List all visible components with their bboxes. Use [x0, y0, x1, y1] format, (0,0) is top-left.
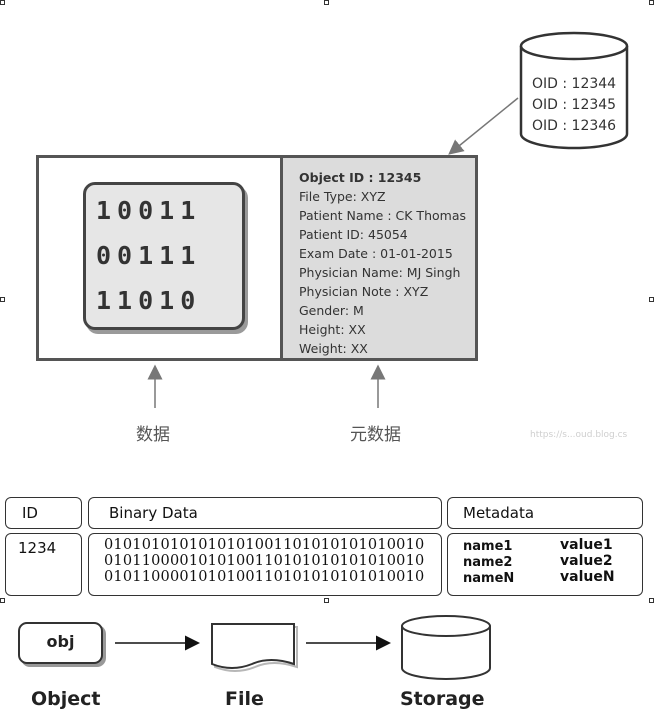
- binary-row: 10011: [96, 196, 202, 225]
- file-icon: [211, 623, 298, 672]
- metadata-name: name2: [463, 555, 513, 570]
- metadata-line: Patient ID: 45054: [299, 227, 408, 242]
- metadata-value: value2: [560, 553, 613, 569]
- resize-handle[interactable]: [649, 297, 654, 302]
- oid-entry: OID : 12344: [532, 76, 617, 92]
- table-header-label: Metadata: [463, 504, 535, 522]
- binary-data-row: 0101100001010100110101010101010010: [104, 553, 425, 569]
- metadata-name: name1: [463, 539, 513, 554]
- metadata-line: Exam Date : 01-01-2015: [299, 246, 453, 261]
- object-label: Object: [31, 688, 101, 710]
- arrow-to-database: [448, 97, 519, 155]
- watermark: https://s...oud.blog.cs: [530, 430, 628, 440]
- storage-cylinder-icon: [401, 615, 491, 680]
- metadata-value: valueN: [560, 569, 615, 585]
- metadata-line: Physician Note : XYZ: [299, 284, 429, 299]
- data-label: 数据: [136, 425, 170, 445]
- file-label: File: [225, 688, 264, 710]
- resize-handle[interactable]: [649, 598, 654, 603]
- metadata-value: value1: [560, 537, 613, 553]
- binary-data-row: 0101100001010100110101010101010010: [104, 569, 425, 585]
- table-cell-metadata: [447, 533, 643, 596]
- object-box-label: obj: [46, 632, 75, 651]
- storage-label: Storage: [400, 688, 485, 710]
- table-id-value: 1234: [18, 539, 57, 557]
- metadata-line: File Type: XYZ: [299, 189, 386, 204]
- metadata-line: Weight: XX: [299, 341, 368, 356]
- resize-handle[interactable]: [0, 0, 5, 5]
- table-header-label: Binary Data: [109, 504, 198, 522]
- binary-row: 11010: [96, 286, 202, 315]
- resize-handle[interactable]: [0, 297, 5, 302]
- metadata-line: Physician Name: MJ Singh: [299, 265, 461, 280]
- oid-entry: OID : 12345: [532, 97, 617, 113]
- oid-entry: OID : 12346: [532, 118, 617, 134]
- metadata-line: Height: XX: [299, 322, 366, 337]
- metadata-label: 元数据: [350, 425, 401, 445]
- metadata-line: Patient Name : CK Thomas: [299, 208, 466, 223]
- metadata-name: nameN: [463, 571, 515, 586]
- table-header-binary: [88, 497, 442, 529]
- metadata-line: Object ID : 12345: [299, 170, 422, 185]
- table-cell-id: [5, 533, 82, 596]
- metadata-panel: [280, 158, 475, 358]
- metadata-line: Gender: M: [299, 303, 364, 318]
- resize-handle[interactable]: [0, 598, 5, 603]
- table-header-label: ID: [22, 504, 38, 522]
- binary-data-box: [83, 182, 245, 330]
- object-box: [18, 622, 103, 664]
- resize-handle[interactable]: [324, 598, 329, 603]
- table-header-metadata: [447, 497, 643, 529]
- table-cell-binary: [88, 533, 442, 596]
- resize-handle[interactable]: [324, 0, 329, 5]
- binary-data-row: 0101010101010101001101010101010010: [104, 537, 425, 553]
- resize-handle[interactable]: [649, 0, 654, 5]
- table-header-id: [5, 497, 82, 529]
- binary-row: 00111: [96, 241, 202, 270]
- database-cylinder-icon: [519, 31, 629, 150]
